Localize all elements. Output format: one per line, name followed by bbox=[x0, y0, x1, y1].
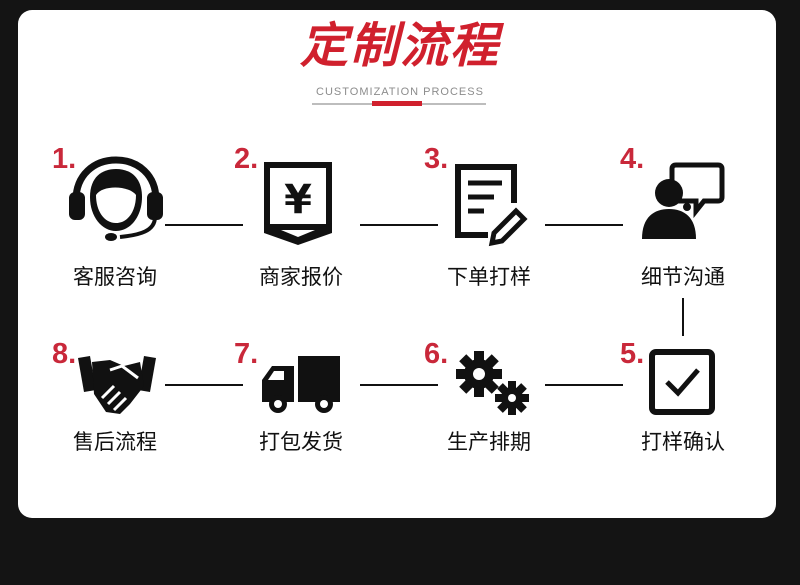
step-label: 商家报价 bbox=[259, 265, 343, 289]
order-form-icon bbox=[455, 164, 528, 247]
step-number: 5. bbox=[620, 338, 645, 370]
gears-icon bbox=[456, 351, 529, 415]
connector-1-2 bbox=[165, 224, 243, 226]
step-1: 1. 客服咨询 bbox=[40, 143, 190, 289]
step-4: 4. 细节沟通 bbox=[608, 143, 758, 289]
step-8: 8. 售后流程 bbox=[40, 336, 190, 476]
headset-agent-icon bbox=[69, 156, 163, 241]
step-label: 客服咨询 bbox=[73, 265, 157, 289]
step-7: 7. 打包发货 bbox=[226, 336, 376, 476]
connector-6-7 bbox=[360, 384, 438, 386]
handshake-icon bbox=[78, 356, 156, 414]
step-6: 6. bbox=[414, 336, 564, 476]
step-3: 3. 下单打样 bbox=[414, 143, 564, 289]
step-label: 打样确认 bbox=[641, 430, 725, 454]
step-label: 下单打样 bbox=[447, 265, 531, 289]
connector-7-8 bbox=[165, 384, 243, 386]
step-label: 细节沟通 bbox=[641, 265, 725, 289]
connector-2-3 bbox=[360, 224, 438, 226]
checkbox-icon bbox=[649, 349, 715, 415]
yen-price-icon: ¥ bbox=[264, 162, 332, 245]
step-2: 2. ¥ 商家报价 bbox=[226, 143, 376, 289]
step-number: 4. bbox=[620, 143, 645, 175]
connector-3-4 bbox=[545, 224, 623, 226]
step-label: 打包发货 bbox=[259, 430, 343, 454]
process-card bbox=[18, 10, 776, 518]
page-title: 定制流程 bbox=[299, 18, 500, 74]
svg-text:¥: ¥ bbox=[284, 177, 312, 223]
step-number: 1. bbox=[52, 143, 77, 175]
page-subtitle: CUSTOMIZATION PROCESS bbox=[316, 86, 484, 98]
title-accent-bar bbox=[372, 101, 422, 106]
step-number: 7. bbox=[234, 338, 259, 370]
truck-icon bbox=[262, 356, 340, 413]
step-label: 生产排期 bbox=[447, 430, 531, 454]
connector-4-5 bbox=[682, 298, 684, 336]
connector-5-6 bbox=[545, 384, 623, 386]
step-number: 8. bbox=[52, 338, 77, 370]
step-number: 6. bbox=[424, 338, 449, 370]
chat-person-icon bbox=[642, 162, 725, 239]
step-label: 售后流程 bbox=[73, 430, 157, 454]
step-number: 2. bbox=[234, 143, 259, 175]
step-number: 3. bbox=[424, 143, 449, 175]
step-5: 5. 打样确认 bbox=[608, 336, 758, 476]
